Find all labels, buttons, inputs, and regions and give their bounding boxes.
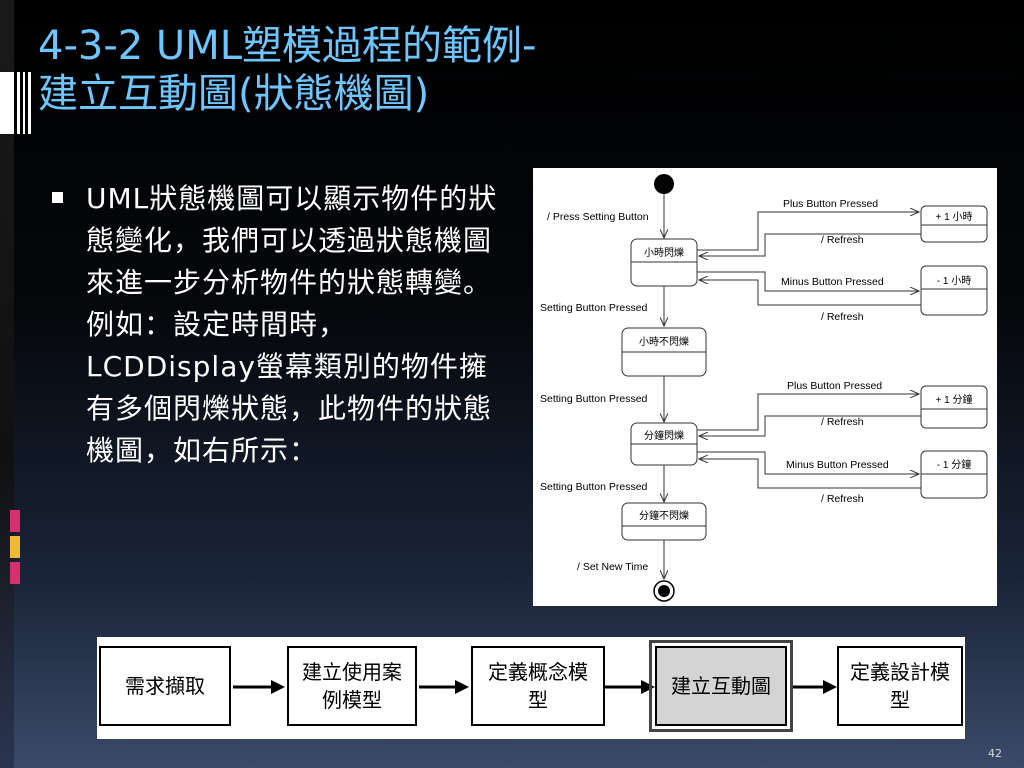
process-flow-strip: 需求擷取 建立使用案 例模型 定義概念模 型 建立互動圖 定義設計模 (97, 637, 965, 739)
bullet-text: UML狀態機圖可以顯示物件的狀態變化，我們可以透過狀態機圖來進一步分析物件的狀態… (86, 182, 498, 467)
state-plus-minute: + 1 分鐘 (920, 385, 988, 429)
state-hour-steady-label: 小時不閃爍 (639, 335, 689, 348)
label-minus-pressed-1: Minus Button Pressed (781, 276, 884, 288)
flow-arrow-icon (605, 680, 655, 694)
label-setting-pressed-1: Setting Button Pressed (540, 302, 648, 314)
state-minute-blink: 分鐘閃爍 (630, 422, 698, 466)
state-hour-steady: 小時不閃爍 (621, 327, 707, 377)
state-minus-hour: - 1 小時 (920, 265, 988, 316)
state-minus-minute: - 1 分鐘 (920, 450, 988, 499)
state-minute-blink-label: 分鐘閃爍 (644, 429, 684, 442)
svg-text:- 1 分鐘: - 1 分鐘 (937, 458, 971, 471)
label-setting-pressed-2: Setting Button Pressed (540, 393, 648, 405)
flow-step-interaction-diagram-current: 建立互動圖 (649, 640, 793, 732)
flow-arrow-icon (233, 680, 285, 694)
page-number: 42 (988, 747, 1002, 760)
bullet-item: UML狀態機圖可以顯示物件的狀態變化，我們可以透過狀態機圖來進一步分析物件的狀態… (52, 178, 512, 472)
accent-blocks (10, 510, 20, 588)
state-minute-steady-label: 分鐘不閃爍 (639, 509, 689, 522)
label-refresh-1: / Refresh (821, 234, 864, 246)
flow-step-design-model: 定義設計模 型 (837, 646, 963, 726)
label-setting-pressed-3: Setting Button Pressed (540, 481, 648, 493)
state-hour-blink-label: 小時閃爍 (644, 246, 684, 259)
state-hour-blink: 小時閃爍 (630, 238, 698, 287)
svg-text:+ 1 小時: + 1 小時 (936, 211, 973, 223)
label-plus-pressed-2: Plus Button Pressed (787, 380, 882, 392)
svg-text:+ 1 分鐘: + 1 分鐘 (936, 393, 973, 406)
state-plus-hour: + 1 小時 (920, 205, 988, 243)
slide-title-line1: 4-3-2 UML塑模過程的範例- (38, 23, 537, 69)
flow-step-requirements: 需求擷取 (99, 646, 231, 726)
label-plus-pressed-1: Plus Button Pressed (783, 198, 878, 210)
slide-title-line2: 建立互動圖(狀態機圖) (38, 71, 430, 117)
svg-text:- 1 小時: - 1 小時 (937, 275, 971, 287)
initial-state-node (654, 174, 674, 194)
slide-title: 4-3-2 UML塑模過程的範例- 建立互動圖(狀態機圖) (38, 22, 738, 118)
label-set-new-time: / Set New Time (577, 561, 648, 573)
state-machine-diagram: 小時閃爍 小時不閃爍 分鐘閃爍 分鐘不閃爍 + 1 小時 - 1 小時 (533, 168, 997, 606)
bullet-square-icon (52, 192, 63, 203)
state-minute-steady: 分鐘不閃爍 (621, 502, 707, 541)
flow-step-concept-model: 定義概念模 型 (471, 646, 605, 726)
label-refresh-4: / Refresh (821, 493, 864, 505)
label-refresh-3: / Refresh (821, 416, 864, 428)
decorative-stripes (0, 72, 34, 142)
flow-arrow-icon (419, 680, 469, 694)
label-press-setting: / Press Setting Button (547, 211, 649, 223)
label-minus-pressed-2: Minus Button Pressed (786, 459, 889, 471)
flow-arrow-icon (793, 680, 837, 694)
flow-step-use-case-model: 建立使用案 例模型 (287, 646, 417, 726)
label-refresh-2: / Refresh (821, 311, 864, 323)
